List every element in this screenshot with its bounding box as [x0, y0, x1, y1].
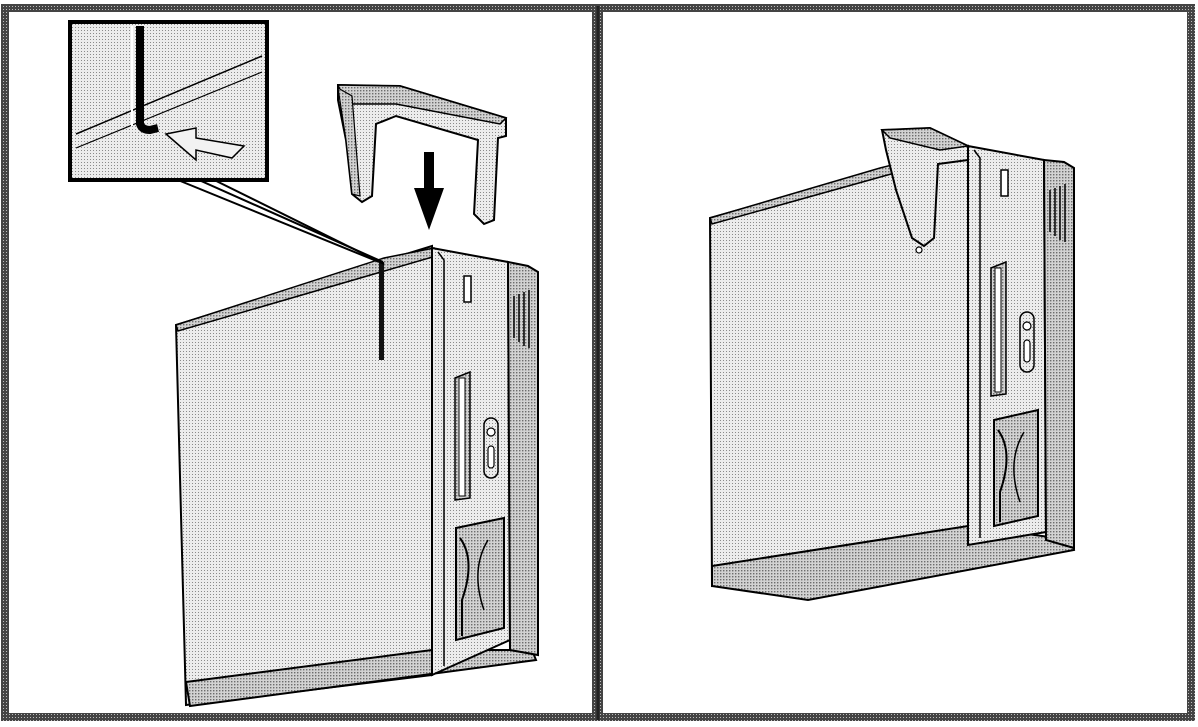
magnifier-callout	[68, 20, 269, 182]
callout-leader	[172, 167, 385, 265]
pointer-arrow-icon	[164, 127, 246, 162]
computer-case-right	[708, 144, 1076, 602]
stand-bracket-attached	[880, 126, 971, 254]
down-arrow-icon	[414, 152, 444, 230]
stand-bracket	[336, 83, 508, 226]
computer-case-left	[174, 244, 539, 708]
